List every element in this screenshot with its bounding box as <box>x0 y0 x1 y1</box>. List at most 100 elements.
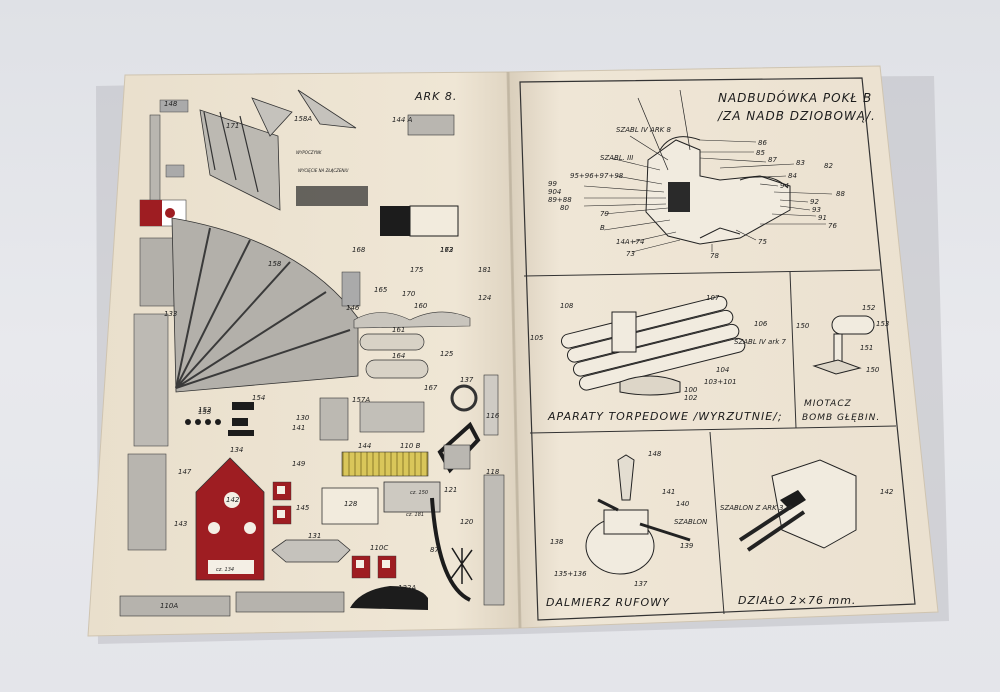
depth-charge-title-2: BOMB GŁĘBIN. <box>802 413 880 423</box>
svg-text:175: 175 <box>410 266 424 274</box>
svg-text:904: 904 <box>548 188 561 196</box>
svg-text:SZABLON: SZABLON <box>674 518 708 526</box>
sheet-label: ARK 8. <box>414 90 457 103</box>
svg-text:121: 121 <box>444 486 457 494</box>
svg-text:103+101: 103+101 <box>704 378 737 386</box>
svg-text:84: 84 <box>788 172 797 180</box>
gun-labels: SZABLON Z ARK 3 142 <box>720 488 894 512</box>
svg-text:94: 94 <box>780 182 789 190</box>
depth-charge-title-1: MIOTACZ <box>804 399 852 409</box>
svg-text:88: 88 <box>836 190 845 198</box>
svg-text:154: 154 <box>252 394 265 402</box>
svg-text:110C: 110C <box>370 544 388 552</box>
svg-text:73: 73 <box>626 250 635 258</box>
svg-text:91: 91 <box>818 214 827 222</box>
svg-text:167: 167 <box>424 384 438 392</box>
left-part-numbers: 148 171 158A 158 144 A 163 152 137 134 1… <box>160 100 500 610</box>
svg-text:150: 150 <box>866 366 880 374</box>
svg-text:99: 99 <box>548 180 557 188</box>
svg-text:WYPOCZYNK: WYPOCZYNK <box>296 150 322 155</box>
svg-text:141: 141 <box>292 424 305 432</box>
left-pattern-labels: WYPOCZYNK WYCIĘCIE NA ZŁĄCZENIU <box>296 150 349 173</box>
superstructure-title-2: /ZA NADB DZIOBOWĄ/. <box>717 109 876 123</box>
rangefinder-title: DALMIERZ RUFOWY <box>546 596 670 609</box>
svg-text:151: 151 <box>860 344 873 352</box>
svg-text:105: 105 <box>530 334 544 342</box>
svg-text:104: 104 <box>716 366 729 374</box>
superstructure-panel: NADBUDÓWKA POKŁ B /ZA NADB DZIOBOWĄ/. <box>548 89 876 260</box>
svg-text:116: 116 <box>486 412 500 420</box>
svg-text:100: 100 <box>684 386 698 394</box>
gun-title: DZIAŁO 2×76 mm. <box>738 594 856 607</box>
depth-charge-panel: MIOTACZ BOMB GŁĘBIN. 152 150 153 151 150 <box>796 304 889 423</box>
svg-text:160: 160 <box>414 302 428 310</box>
svg-text:144: 144 <box>358 442 371 450</box>
svg-text:cz. 181: cz. 181 <box>406 512 424 518</box>
svg-text:86: 86 <box>758 139 767 147</box>
svg-text:139: 139 <box>680 542 694 550</box>
svg-text:171: 171 <box>226 122 239 130</box>
svg-text:168: 168 <box>352 246 366 254</box>
superstructure-right-labels: 86 85 87 83 82 84 94 88 92 93 91 76 75 7… <box>710 139 845 260</box>
svg-text:WYCIĘCIE NA ZŁĄCZENIU: WYCIĘCIE NA ZŁĄCZENIU <box>298 168 349 173</box>
svg-text:89+88: 89+88 <box>548 196 572 204</box>
svg-text:93: 93 <box>812 206 821 214</box>
torpedo-title: APARATY TORPEDOWE /WYRZUTNIE/; <box>547 410 783 423</box>
svg-text:92: 92 <box>810 198 819 206</box>
svg-text:157A: 157A <box>352 396 370 404</box>
svg-text:125: 125 <box>440 350 454 358</box>
svg-text:102: 102 <box>684 394 698 402</box>
svg-text:165: 165 <box>374 286 388 294</box>
svg-text:142: 142 <box>880 488 894 496</box>
svg-text:152: 152 <box>198 406 212 414</box>
svg-text:148: 148 <box>648 450 662 458</box>
svg-text:150: 150 <box>796 322 810 330</box>
svg-text:146: 146 <box>346 304 360 312</box>
svg-text:144 A: 144 A <box>392 116 413 124</box>
right-page: NADBUDÓWKA POKŁ B /ZA NADB DZIOBOWĄ/. <box>507 65 939 629</box>
torpedo-labels: 108 107 105 106 SZABL IV ark 7 104 103+1… <box>530 294 786 402</box>
svg-text:95+96+97+98: 95+96+97+98 <box>570 172 624 180</box>
svg-text:79: 79 <box>600 210 609 218</box>
svg-text:75: 75 <box>758 238 767 246</box>
svg-text:SZABL. III: SZABL. III <box>600 154 633 162</box>
svg-text:141: 141 <box>662 488 675 496</box>
svg-text:164: 164 <box>392 352 405 360</box>
svg-text:135+136: 135+136 <box>554 570 587 578</box>
svg-text:172: 172 <box>440 246 454 254</box>
svg-text:118: 118 <box>486 468 500 476</box>
svg-text:108: 108 <box>560 302 574 310</box>
svg-text:124: 124 <box>478 294 491 302</box>
left-small-labels: cz. 150 cz. 181 cz. 134 <box>216 490 428 573</box>
svg-text:149: 149 <box>292 460 306 468</box>
svg-text:158: 158 <box>268 260 282 268</box>
svg-text:145: 145 <box>296 504 310 512</box>
svg-text:76: 76 <box>828 222 837 230</box>
torpedo-panel: APARATY TORPEDOWE /WYRZUTNIE/; 108 107 1… <box>530 294 786 423</box>
svg-text:80: 80 <box>560 204 569 212</box>
svg-text:163: 163 <box>440 246 453 254</box>
svg-text:B: B <box>600 224 605 232</box>
svg-text:153: 153 <box>876 320 889 328</box>
svg-text:161: 161 <box>392 326 405 334</box>
svg-text:87: 87 <box>768 156 777 164</box>
rangefinder-panel: DALMIERZ RUFOWY 148 141 140 SZABLON 138 … <box>546 450 708 609</box>
svg-text:SZABL IV ark 7: SZABL IV ark 7 <box>734 338 786 346</box>
left-page: ARK 8. <box>87 71 521 637</box>
svg-text:78: 78 <box>710 252 719 260</box>
svg-text:140: 140 <box>676 500 690 508</box>
svg-text:110 B: 110 B <box>400 442 421 450</box>
svg-text:131: 131 <box>308 532 321 540</box>
svg-text:181: 181 <box>478 266 491 274</box>
svg-text:152: 152 <box>862 304 876 312</box>
svg-text:142: 142 <box>226 496 240 504</box>
svg-text:170: 170 <box>402 290 416 298</box>
svg-text:134: 134 <box>230 446 243 454</box>
svg-text:cz. 150: cz. 150 <box>410 490 428 496</box>
svg-text:106: 106 <box>754 320 768 328</box>
svg-text:158A: 158A <box>294 115 312 123</box>
svg-text:122A: 122A <box>398 584 416 592</box>
svg-text:83: 83 <box>796 159 805 167</box>
svg-text:137: 137 <box>460 376 474 384</box>
